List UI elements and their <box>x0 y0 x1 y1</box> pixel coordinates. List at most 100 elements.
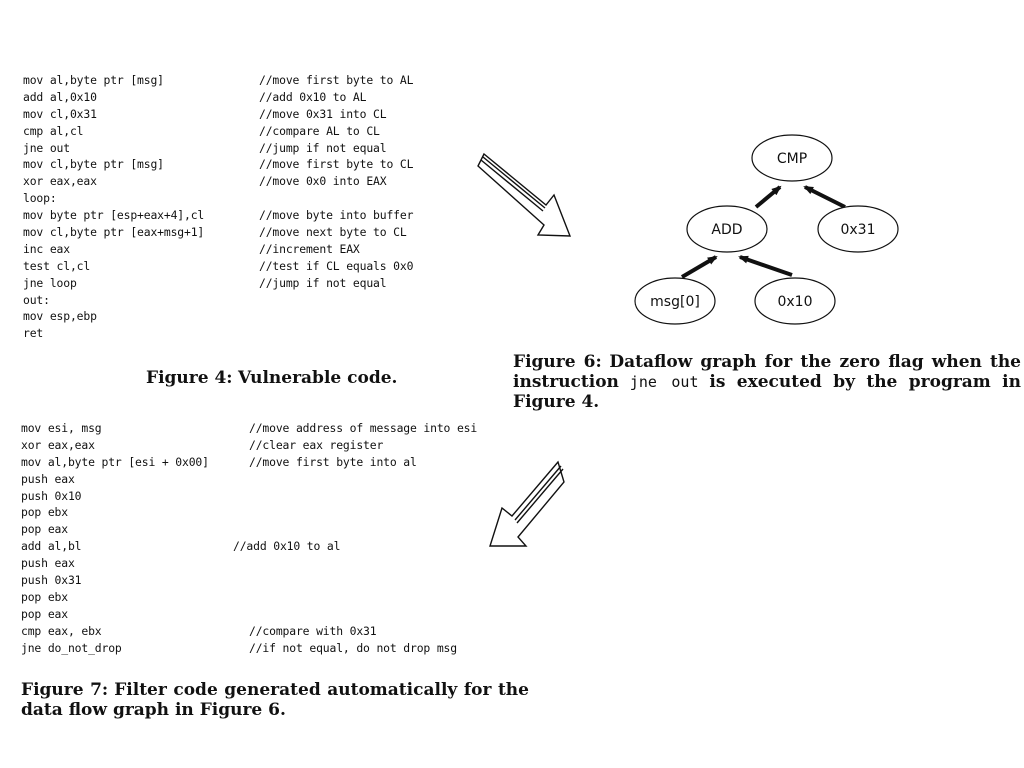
code-line: mov esp,ebp <box>23 308 463 325</box>
code-line: pop eax <box>21 606 521 623</box>
code-line: push 0x10 <box>21 488 521 505</box>
code-instruction: mov esi, msg <box>21 421 102 435</box>
code-line: pop eax <box>21 521 521 538</box>
figure-7-caption-text: Filter code generated automatically for … <box>21 680 529 720</box>
code-line: cmp al,cl //compare AL to CL <box>23 123 463 140</box>
filter-code-listing: mov esi, msg //move address of message in… <box>21 420 521 656</box>
code-line: mov cl,byte ptr [msg] //move first byte t… <box>23 156 463 173</box>
code-comment: //add 0x10 to al <box>233 539 341 554</box>
code-line: test cl,cl //test if CL equals 0x0 <box>23 258 463 275</box>
node-0x31-label: 0x31 <box>840 222 875 238</box>
code-instruction: push eax <box>21 471 75 486</box>
code-line: cmp eax, ebx //compare with 0x31 <box>21 623 521 640</box>
figure-6-caption: Figure 6: Dataflow graph for the zero fl… <box>513 352 1021 412</box>
code-instruction: mov esp,ebp <box>23 309 97 324</box>
vulnerable-code-listing: mov al,byte ptr [msg] //move first byte t… <box>23 72 463 342</box>
code-line: jne out //jump if not equal <box>23 140 463 157</box>
code-instruction: jne loop <box>23 275 77 290</box>
code-instruction: mov cl,0x31 <box>23 106 97 121</box>
code-comment: //move next byte to CL <box>259 225 407 240</box>
figure-7-label: Figure 7: <box>21 680 109 700</box>
node-msg <box>634 277 716 325</box>
edge-0x10-to-add <box>738 255 793 277</box>
code-comment: //test if CL equals 0x0 <box>259 258 414 273</box>
node-0x31 <box>817 205 899 253</box>
arrow-left-down-icon <box>489 460 565 547</box>
node-cmp <box>751 134 833 182</box>
figure-4-caption: Figure 4: Vulnerable code. <box>146 368 397 388</box>
arrow-right-down-icon <box>477 152 572 237</box>
code-line: jne loop //jump if not equal <box>23 275 463 292</box>
code-instruction: mov cl,byte ptr [msg] <box>23 157 164 172</box>
code-instruction: test cl,cl <box>23 258 91 273</box>
figure-4-caption-text: Vulnerable code. <box>237 368 398 388</box>
node-cmp-label: CMP <box>777 151 807 167</box>
code-comment: //jump if not equal <box>259 275 387 290</box>
code-line: mov cl,0x31 //move 0x31 into CL <box>23 106 463 123</box>
code-line: xor eax,eax //move 0x0 into EAX <box>23 173 463 190</box>
code-comment: //jump if not equal <box>259 140 387 155</box>
code-comment: //move first byte to AL <box>259 73 414 87</box>
edge-add-to-cmp-line <box>754 185 782 209</box>
code-instruction: pop eax <box>21 522 68 537</box>
code-comment: //move first byte into al <box>249 454 417 469</box>
code-instruction: pop ebx <box>21 505 68 520</box>
code-instruction: push eax <box>21 556 75 571</box>
node-0x10 <box>754 277 836 325</box>
code-instruction: pop eax <box>21 606 68 621</box>
code-comment: //move 0x31 into CL <box>259 106 387 121</box>
code-instruction: mov al,byte ptr [esi + 0x00] <box>21 454 209 469</box>
code-comment: //move first byte to CL <box>259 157 414 172</box>
code-line: push eax <box>21 471 521 488</box>
code-comment: //compare AL to CL <box>259 123 380 138</box>
figure-7-caption: Figure 7: Filter code generated automati… <box>21 680 529 720</box>
figure-6-label: Figure 6: <box>513 352 602 372</box>
code-instruction: xor eax,eax <box>23 174 97 189</box>
node-add <box>686 205 768 253</box>
code-line: add al,bl //add 0x10 to al <box>21 538 521 555</box>
node-add-label: ADD <box>711 222 742 238</box>
code-comment: //clear eax register <box>249 437 384 452</box>
edge-0x31-to-cmp <box>803 185 846 209</box>
code-instruction: pop ebx <box>21 589 68 604</box>
code-comment: //move 0x0 into EAX <box>259 174 387 189</box>
code-instruction: add al,bl <box>21 539 82 554</box>
code-instruction: push 0x31 <box>21 573 82 588</box>
code-line: xor eax,eax //clear eax register <box>21 437 521 454</box>
code-comment: //compare with 0x31 <box>249 623 377 638</box>
code-comment: //if not equal, do not drop msg <box>249 640 457 655</box>
code-line: loop: <box>23 190 463 207</box>
code-instruction: xor eax,eax <box>21 437 95 452</box>
code-line: push eax <box>21 555 521 572</box>
code-instruction: mov byte ptr [esp+eax+4],cl <box>23 208 205 223</box>
code-instruction: loop: <box>23 191 57 206</box>
figure-6-caption-code: jne out <box>629 373 699 391</box>
code-instruction: cmp eax, ebx <box>21 623 102 638</box>
figure-6-caption-text-1: Dataflow graph for the zero flag when th… <box>513 352 1022 392</box>
code-instruction: cmp al,cl <box>23 123 84 138</box>
code-line: add al,0x10//add 0x10 to AL <box>23 89 463 106</box>
code-instruction: inc eax <box>23 241 70 256</box>
code-instruction: jne do_not_drop <box>21 640 122 655</box>
code-comment: //move address of message into esi <box>249 421 478 435</box>
code-instruction: mov cl,byte ptr [eax+msg+1] <box>23 225 205 240</box>
edge-msg-to-add <box>680 255 718 279</box>
figure-4-label: Figure 4: <box>146 368 233 388</box>
code-instruction: mov al,byte ptr [msg] <box>23 73 164 87</box>
code-instruction: add al,0x10 <box>23 89 97 104</box>
code-instruction: ret <box>23 326 44 341</box>
node-0x10-label: 0x10 <box>777 294 812 310</box>
code-instruction: jne out <box>23 140 70 155</box>
code-line: pop ebx <box>21 504 521 521</box>
code-line: ret <box>23 325 463 342</box>
code-line: out: <box>23 292 463 309</box>
code-line: mov al,byte ptr [esi + 0x00] //move first… <box>21 454 521 471</box>
code-line: mov byte ptr [esp+eax+4],cl //move byte i… <box>23 207 463 224</box>
node-msg-label: msg[0] <box>650 294 700 310</box>
code-line: mov al,byte ptr [msg] //move first byte t… <box>23 72 463 89</box>
code-comment: //move byte into buffer <box>259 208 414 223</box>
code-instruction: push 0x10 <box>21 488 82 503</box>
code-line: mov cl,byte ptr [eax+msg+1] //move next b… <box>23 224 463 241</box>
code-line: jne do_not_drop //if not equal, do not dr… <box>21 640 521 657</box>
code-line: mov esi, msg //move address of message in… <box>21 420 521 437</box>
